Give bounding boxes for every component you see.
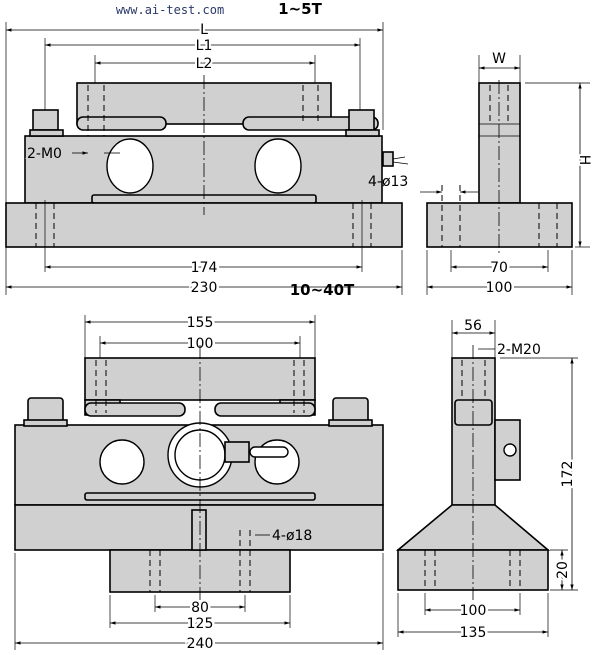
load-cell-body — [24, 135, 383, 204]
dim-W: W — [492, 51, 506, 67]
side-column — [478, 82, 521, 204]
label-2-M20: 2-M20 — [497, 342, 541, 358]
dim-20: 20 — [555, 561, 571, 579]
dim-56: 56 — [464, 318, 482, 334]
large-side-view: 56 2-M20 172 20 100 135 — [395, 318, 579, 644]
dim-100-side: 100 — [460, 603, 487, 619]
dim-135: 135 — [460, 625, 487, 641]
dim-172: 172 — [560, 461, 576, 488]
dim-230: 230 — [191, 280, 218, 296]
label-2-M0: 2-M0 — [27, 146, 62, 162]
watermark: www.ai-test.com — [116, 3, 224, 17]
dim-L: L — [200, 22, 208, 38]
dim-L2: L2 — [196, 56, 213, 72]
dim-L1: L1 — [196, 38, 213, 54]
ball-left-large — [99, 439, 145, 485]
label-4-o13: 4-ø13 — [368, 174, 408, 190]
large-front-view: 155 100 4-ø18 80 125 240 — [14, 313, 384, 655]
cable-gland — [382, 151, 394, 167]
dim-70: 70 — [490, 260, 508, 276]
ball-left — [106, 138, 154, 194]
title-small-model: 1~5T — [278, 0, 322, 18]
dim-100: 100 — [486, 280, 513, 296]
bolt-left — [32, 109, 59, 131]
bolt-left-large — [27, 397, 64, 423]
bolt-right-large — [332, 397, 369, 423]
bracket-arm-left — [76, 116, 167, 131]
dim-240: 240 — [187, 636, 214, 652]
cable-connector — [224, 441, 250, 463]
side-base — [426, 202, 573, 248]
bracket-arm-right — [242, 116, 379, 131]
title-large-model: 10~40T — [290, 281, 355, 299]
bolt-right — [348, 109, 375, 131]
dim-80: 80 — [191, 600, 209, 616]
small-side-view: W H 4-ø13 70 100 — [368, 51, 594, 299]
dim-100-top: 100 — [187, 336, 214, 352]
dim-174: 174 — [191, 260, 218, 276]
ball-right — [254, 138, 302, 194]
dim-H: H — [576, 155, 592, 166]
label-4-o18: 4-ø18 — [272, 528, 312, 544]
dim-155: 155 — [187, 315, 214, 331]
side-column-large — [451, 357, 496, 506]
dim-125: 125 — [187, 616, 214, 632]
small-front-view: L L1 L2 174 230 2-M0 — [5, 20, 409, 299]
